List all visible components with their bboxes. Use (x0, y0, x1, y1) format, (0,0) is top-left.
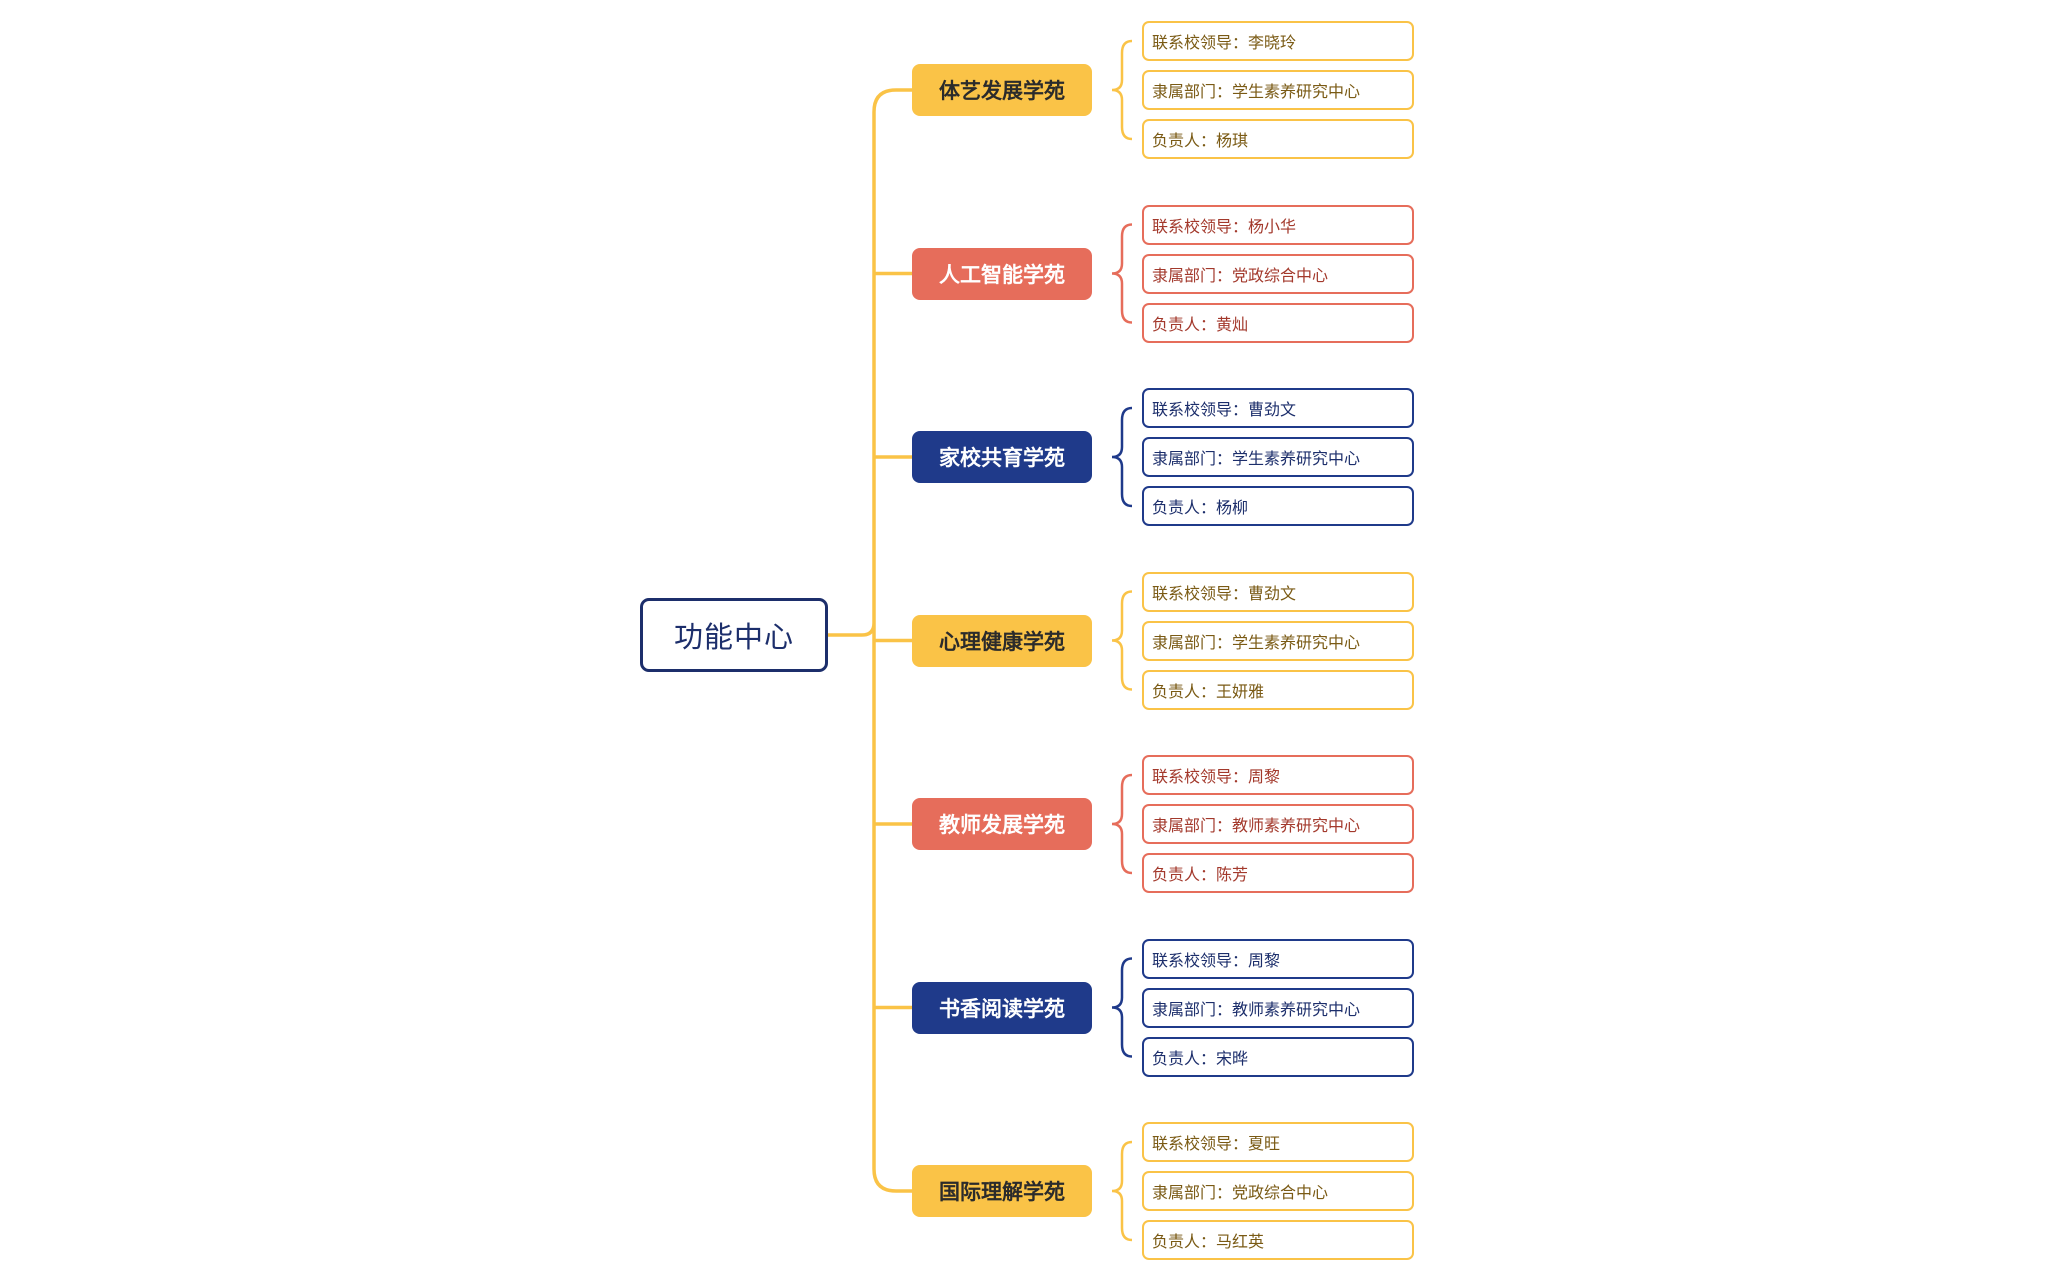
leaf-node[interactable]: 隶属部门：学生素养研究中心 (1142, 437, 1414, 477)
branch-node-label: 教师发展学苑 (939, 813, 1065, 837)
leaf-node[interactable]: 负责人：马红英 (1142, 1220, 1414, 1260)
leaf-node[interactable]: 隶属部门：学生素养研究中心 (1142, 70, 1414, 110)
leaf-brace-connector (1111, 773, 1133, 875)
leaf-node[interactable]: 负责人：杨琪 (1142, 119, 1414, 159)
leaf-node-label: 隶属部门：党政综合中心 (1152, 265, 1329, 285)
leaf-node-label: 隶属部门：学生素养研究中心 (1152, 82, 1361, 101)
branch-node[interactable]: 家校共育学苑 (912, 431, 1092, 483)
leaf-node[interactable]: 负责人：陈芳 (1142, 853, 1414, 893)
branch-node-label: 国际理解学苑 (939, 1180, 1065, 1204)
leaf-node[interactable]: 联系校领导：夏旺 (1142, 1122, 1414, 1162)
leaf-node-label: 负责人：陈芳 (1152, 865, 1249, 884)
leaf-node-label: 负责人：杨柳 (1152, 498, 1249, 517)
branch-node-label: 体艺发展学苑 (939, 79, 1065, 103)
leaf-node[interactable]: 负责人：王妍雅 (1142, 669, 1414, 710)
branch-node-label: 人工智能学苑 (939, 262, 1065, 287)
leaf-node[interactable]: 隶属部门：党政综合中心 (1142, 1171, 1414, 1211)
leaf-node[interactable]: 负责人：杨柳 (1142, 486, 1414, 526)
leaf-brace-connector (1111, 590, 1133, 691)
leaf-node[interactable]: 联系校领导：曹劲文 (1142, 388, 1414, 428)
leaf-node[interactable]: 联系校领导：周黎 (1142, 755, 1414, 795)
branch-node[interactable]: 心理健康学苑 (912, 614, 1092, 667)
leaf-brace-connector (1111, 223, 1133, 324)
leaf-brace-connector (1111, 406, 1133, 508)
leaf-node-label: 联系校领导：曹劲文 (1152, 400, 1297, 419)
leaf-node-label: 负责人：宋晔 (1152, 1048, 1249, 1068)
leaf-node-label: 负责人：黄灿 (1152, 314, 1249, 334)
leaf-node-label: 联系校领导：杨小华 (1152, 216, 1297, 236)
leaf-node[interactable]: 联系校领导：周黎 (1142, 938, 1414, 979)
branch-node[interactable]: 体艺发展学苑 (912, 64, 1092, 116)
root-node[interactable]: 功能中心 (640, 598, 828, 672)
branch-node[interactable]: 教师发展学苑 (912, 798, 1092, 850)
leaf-node-label: 隶属部门：教师素养研究中心 (1152, 999, 1361, 1019)
leaf-node-label: 联系校领导：周黎 (1152, 950, 1281, 970)
leaf-node-label: 负责人：杨琪 (1152, 131, 1249, 150)
root-node-label: 功能中心 (673, 620, 794, 654)
leaf-brace-connector (1111, 1140, 1133, 1242)
leaf-node[interactable]: 隶属部门：党政综合中心 (1142, 253, 1414, 294)
leaf-node-label: 隶属部门：党政综合中心 (1152, 1183, 1329, 1202)
leaf-node-label: 联系校领导：周黎 (1152, 767, 1281, 786)
leaf-node[interactable]: 联系校领导：曹劲文 (1142, 571, 1414, 612)
branch-node[interactable]: 人工智能学苑 (912, 247, 1092, 300)
branch-node-label: 书香阅读学苑 (939, 996, 1065, 1021)
leaf-node-label: 隶属部门：学生素养研究中心 (1152, 449, 1361, 468)
leaf-node[interactable]: 联系校领导：李晓玲 (1142, 21, 1414, 61)
branch-node[interactable]: 国际理解学苑 (912, 1165, 1092, 1217)
leaf-node-label: 隶属部门：学生素养研究中心 (1152, 632, 1361, 652)
leaf-node[interactable]: 联系校领导：杨小华 (1142, 204, 1414, 245)
leaf-node-label: 联系校领导：夏旺 (1152, 1134, 1281, 1153)
leaf-node[interactable]: 负责人：宋晔 (1142, 1036, 1414, 1077)
branch-node[interactable]: 书香阅读学苑 (912, 981, 1092, 1034)
leaf-node[interactable]: 隶属部门：学生素养研究中心 (1142, 620, 1414, 661)
leaf-node[interactable]: 负责人：黄灿 (1142, 302, 1414, 343)
leaf-node-label: 联系校领导：李晓玲 (1152, 33, 1297, 52)
leaf-node[interactable]: 隶属部门：教师素养研究中心 (1142, 987, 1414, 1028)
leaf-node-label: 负责人：马红英 (1152, 1232, 1265, 1251)
branch-node-label: 心理健康学苑 (939, 629, 1065, 654)
trunk-connector (828, 88, 912, 1193)
leaf-node-label: 隶属部门：教师素养研究中心 (1152, 816, 1361, 835)
branch-node-label: 家校共育学苑 (939, 446, 1065, 470)
leaf-node-label: 负责人：王妍雅 (1152, 681, 1265, 701)
leaf-brace-connector (1111, 957, 1133, 1058)
leaf-brace-connector (1111, 39, 1133, 141)
leaf-node-label: 联系校领导：曹劲文 (1152, 583, 1297, 603)
leaf-node[interactable]: 隶属部门：教师素养研究中心 (1142, 804, 1414, 844)
